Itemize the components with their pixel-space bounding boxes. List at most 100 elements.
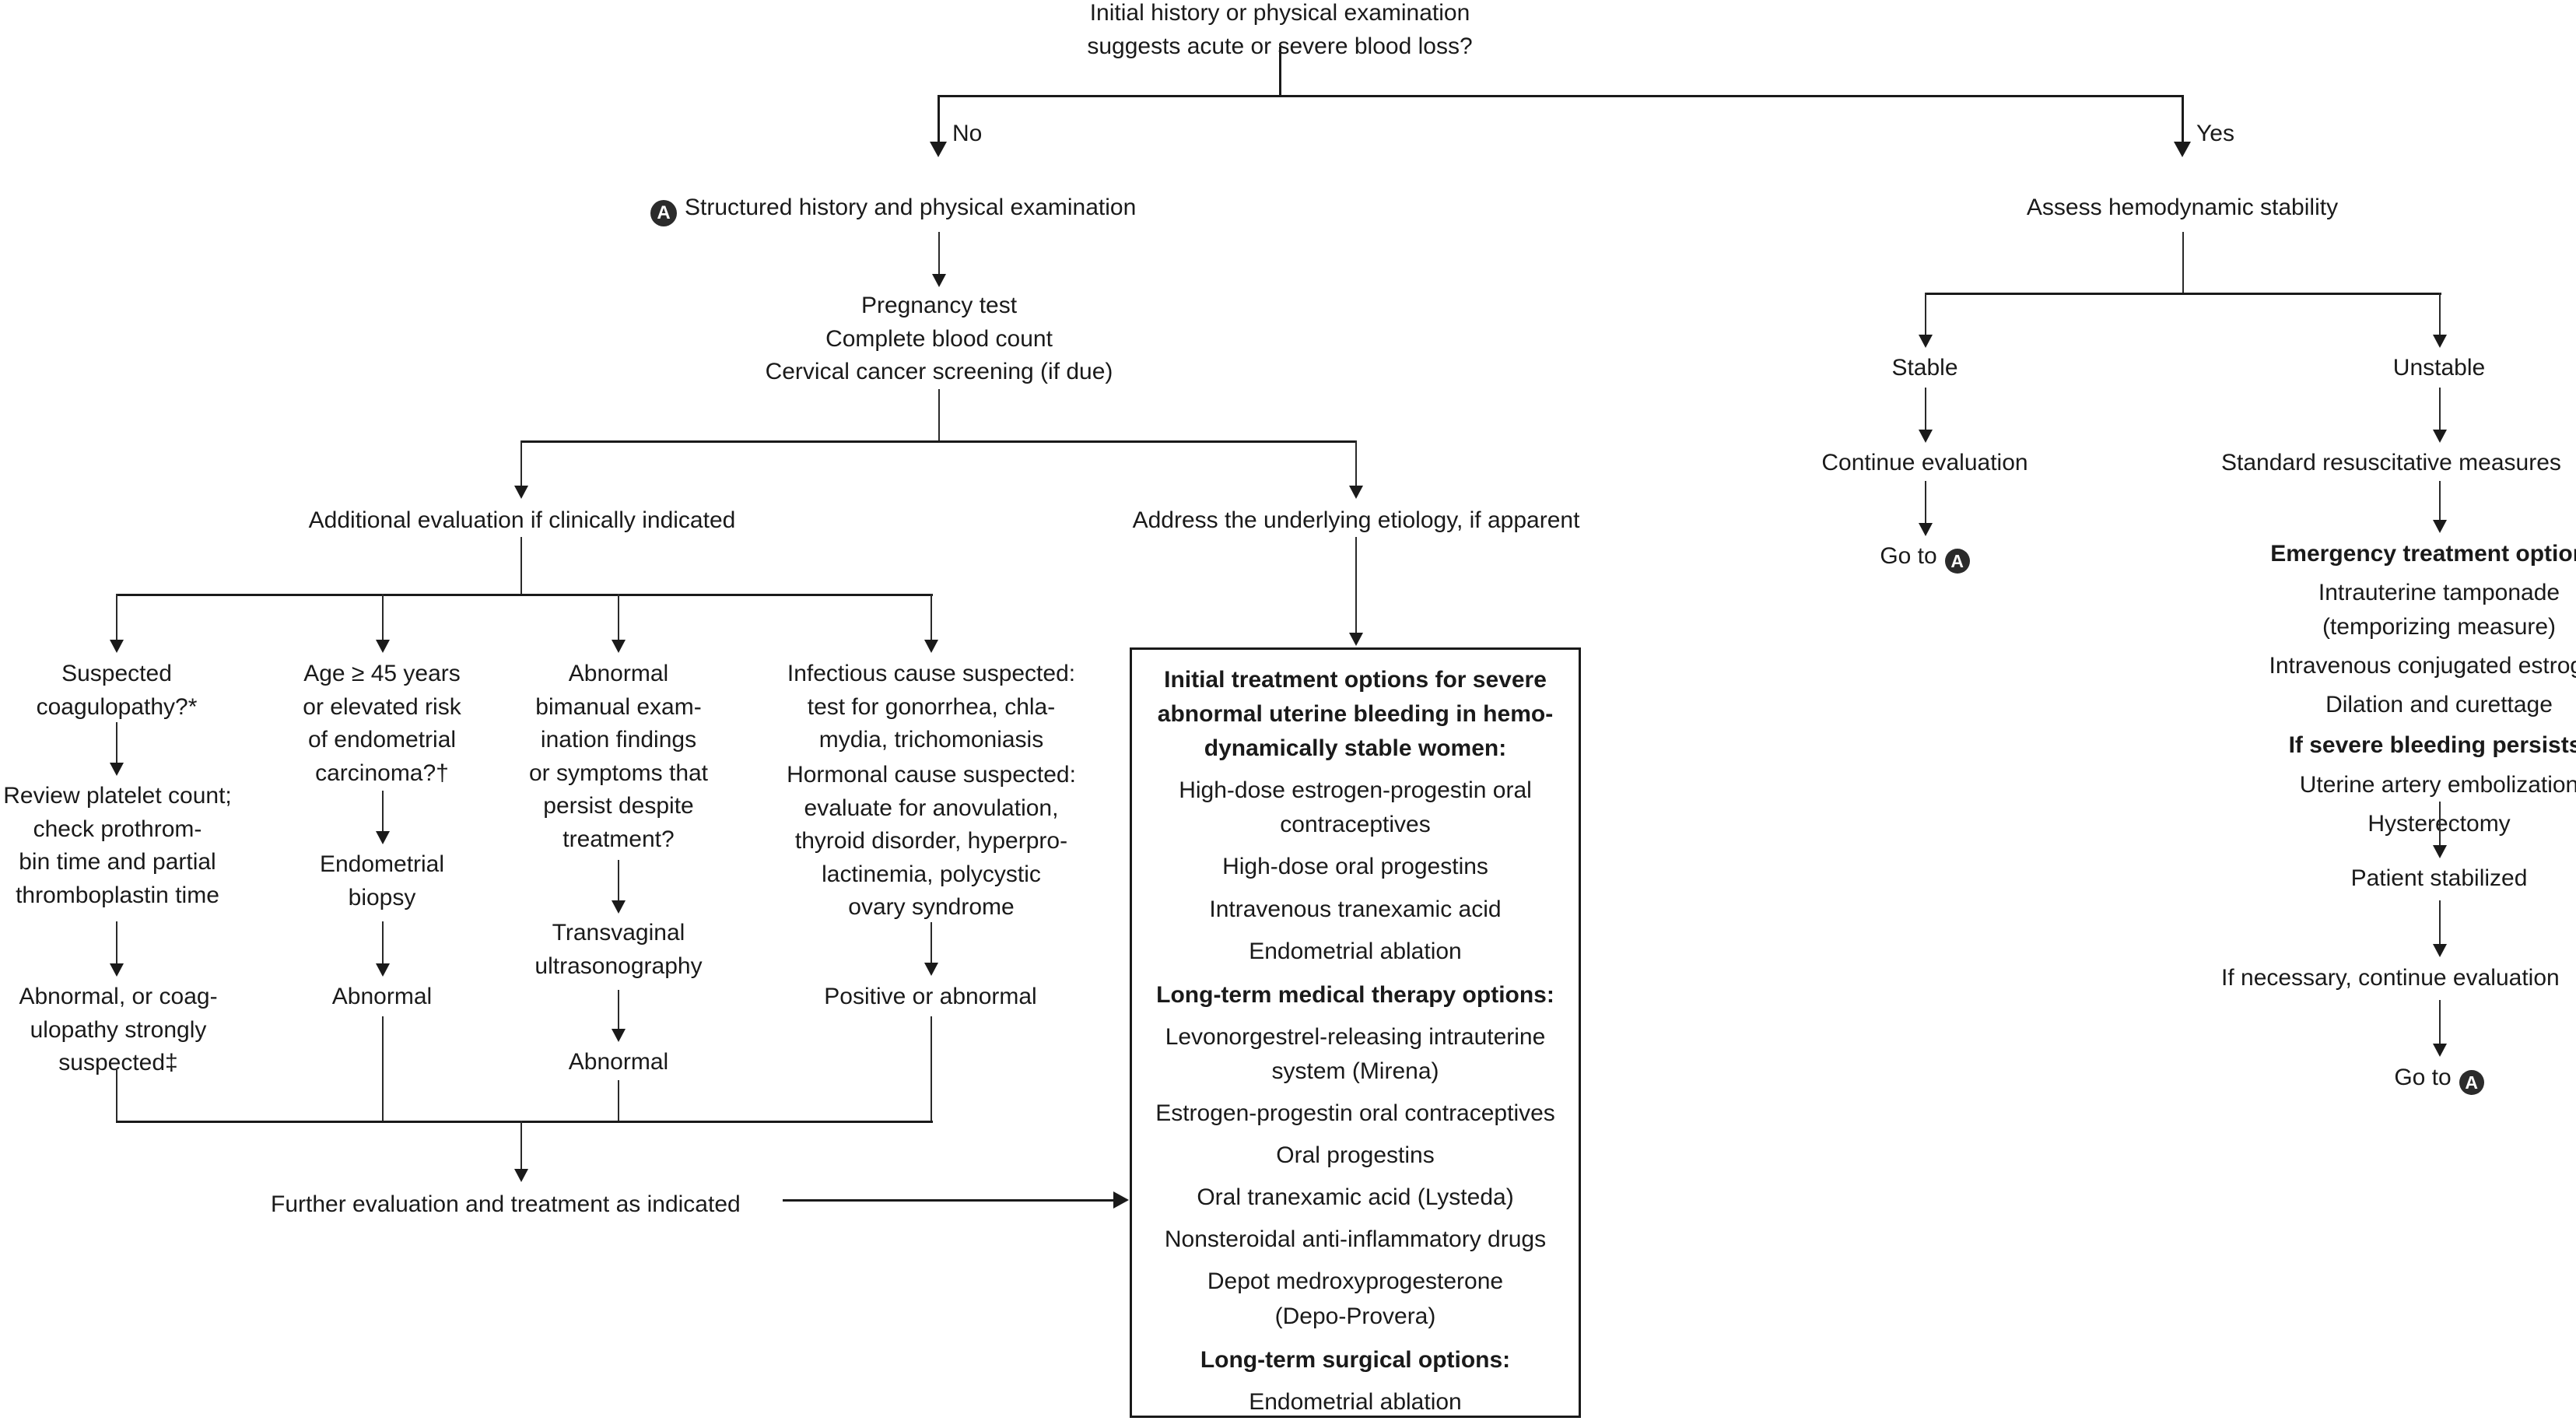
emergency-item: Uterine artery embolization (2299, 771, 2576, 798)
node-col3-question: Abnormal bimanual exam- ination findings… (528, 661, 709, 852)
emergency-treatment-options: Emergency treatment options: Intrauterin… (2206, 537, 2576, 841)
arrow-unstable (2433, 335, 2447, 348)
node-col1-question: Suspected coagulopathy?* (36, 661, 198, 720)
arrow-stable (1919, 335, 1933, 348)
arrow-address-etiology (1349, 486, 1363, 499)
emergency-item: Intrauterine tamponade (temporizing meas… (2318, 580, 2560, 640)
connector-workup-split-bar (520, 440, 1356, 443)
node-col4-action: Hormonal cause suspected: evaluate for a… (787, 762, 1076, 921)
connector-col2-to-result (382, 921, 384, 968)
arrow-col1 (110, 640, 124, 653)
node-col4-result: Positive or abnormal (824, 984, 1037, 1009)
treatment-item: Endometrial ablation (1249, 938, 1462, 964)
connector-emergency-to-stabilized (2439, 802, 2441, 850)
treatment-item: Nonsteroidal anti-inflammatory drugs (1164, 1226, 1547, 1253)
connector-col1 (116, 594, 117, 644)
arrow-yes-branch (2174, 142, 2191, 157)
node-standard-resuscitative-measures: Standard resuscitative measures (2221, 450, 2561, 475)
treatment-item: Levonorgestrel-releasing intrauterine sy… (1165, 1023, 1546, 1084)
emergency-item: Hysterectomy (2367, 810, 2511, 837)
node-col2-action: Endometrial biopsy (319, 851, 445, 910)
arrow-goto-a-left (1919, 523, 1933, 536)
badge-a-icon: A (1944, 549, 1970, 574)
arrow-col2-result (376, 963, 390, 977)
arrow-if-necessary (2433, 944, 2447, 957)
node-patient-stabilized: Patient stabilized (2350, 865, 2528, 891)
node-structured-history-label: Structured history and physical examinat… (685, 195, 1137, 220)
node-col1-result: Abnormal, or coag- ulopathy strongly sus… (19, 984, 218, 1076)
arrow-merge-down (514, 1169, 528, 1182)
emergency-item: Intravenous conjugated estrogen (2269, 653, 2576, 679)
treatment-item: Oral progestins (1276, 1142, 1435, 1169)
arrow-col1-action (110, 763, 124, 776)
arrow-to-workup (932, 274, 946, 287)
treatment-item: Intravenous tranexamic acid (1209, 896, 1502, 922)
connector-root-split-bar (938, 95, 2183, 97)
treatment-options-content: Initial treatment options for severe abn… (1137, 663, 1573, 1421)
arrow-into-box-top (1349, 633, 1363, 646)
treatment-item: Oral tranexamic acid (Lysteda) (1197, 1184, 1514, 1211)
arrow-col3-result (612, 1029, 626, 1042)
arrow-col4 (924, 640, 938, 653)
node-if-necessary-continue-evaluation: If necessary, continue evaluation (2221, 965, 2560, 991)
arrow-col1-result (110, 963, 124, 977)
connector-no-branch (938, 95, 940, 146)
treatment-heading-initial: Initial treatment options for severe abn… (1157, 667, 1554, 762)
connector-col3 (618, 594, 619, 644)
connector-col3-to-action (618, 860, 619, 904)
connector-assess-stem (2182, 232, 2184, 294)
badge-a-icon: A (2459, 1070, 2484, 1095)
node-address-etiology: Address the underlying etiology, if appa… (1132, 507, 1580, 533)
connector-stable-to-continue (1925, 388, 1926, 434)
connector-col4 (931, 594, 932, 644)
connector-col1-to-action (116, 722, 117, 767)
connector-additional-eval (520, 440, 522, 490)
node-additional-evaluation: Additional evaluation if clinically indi… (308, 507, 736, 533)
treatment-item: High-dose estrogen-progestin oral contra… (1179, 777, 1532, 838)
connector-stable (1925, 293, 1926, 339)
connector-stability-split-bar (1925, 293, 2441, 295)
arrow-emergency-options (2433, 520, 2447, 533)
connector-unstable (2439, 293, 2441, 339)
connector-col2-down (382, 1016, 384, 1122)
badge-a-icon: A (650, 200, 677, 226)
node-col2-result: Abnormal (331, 984, 433, 1009)
connector-workup-stem (938, 389, 940, 442)
node-assess-hemodynamic-stability: Assess hemodynamic stability (2026, 195, 2339, 220)
arrow-additional-eval (514, 486, 528, 499)
node-col4-question: Infectious cause suspected: test for gon… (787, 661, 1076, 753)
arrow-into-treatment-box (1113, 1191, 1129, 1209)
treatment-item: High-dose oral progestins (1222, 854, 1488, 880)
arrow-col4-result (924, 963, 938, 976)
connector-structured-to-workup (938, 232, 940, 279)
emergency-item: Dilation and curettage (2325, 692, 2553, 718)
connector-col3-to-result (618, 990, 619, 1033)
arrow-col2 (376, 640, 390, 653)
treatment-heading-longterm-medical: Long-term medical therapy options: (1156, 981, 1554, 1008)
node-col2-question: Age ≥ 45 years or elevated risk of endom… (303, 661, 461, 786)
connector-address-etiology (1355, 440, 1357, 490)
node-col1-action: Review platelet count; check prothrom- b… (3, 783, 232, 908)
arrow-standard-resus (2433, 430, 2447, 443)
connector-stabilized-to-ifnecessary (2439, 900, 2441, 949)
arrow-col2-action (376, 831, 390, 844)
connector-four-column-bar (116, 594, 933, 596)
connector-col1-to-result (116, 921, 117, 968)
node-goto-a-stable: Go to A (1839, 540, 2010, 574)
connector-col1-down (116, 1070, 117, 1122)
emergency-heading-persists: If severe bleeding persists: (2288, 732, 2576, 759)
treatment-item: Depot medroxyprogesterone (Depo-Provera) (1207, 1268, 1504, 1329)
treatment-options-box (1130, 647, 1581, 1418)
connector-addleval-stem (520, 537, 522, 595)
connector-unstable-to-resus (2439, 388, 2441, 434)
connector-col4-to-result (931, 922, 932, 967)
label-yes: Yes (2196, 121, 2234, 146)
connector-col3-down (618, 1080, 619, 1122)
goto-label: Go to (1880, 543, 1937, 569)
arrow-goto-a-right (2433, 1044, 2447, 1057)
node-further-evaluation: Further evaluation and treatment as indi… (271, 1191, 741, 1217)
label-no: No (952, 121, 983, 146)
connector-etiology-to-box (1355, 537, 1357, 638)
connector-merge-stem (520, 1121, 522, 1174)
